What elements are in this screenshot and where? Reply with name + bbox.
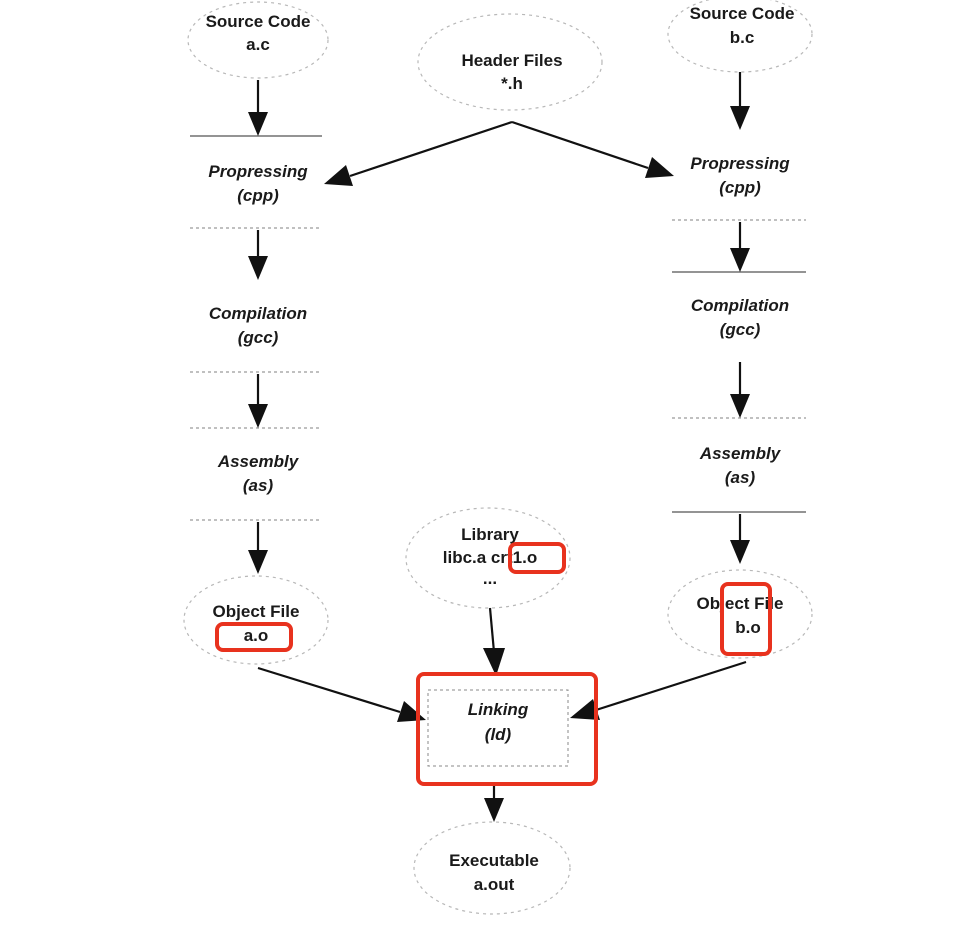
left-assembly-label: Assembly — [217, 452, 300, 471]
linking-to-executable-arrow — [484, 782, 504, 822]
left-source-ellipse — [187, 1, 329, 79]
right-source-ellipse — [667, 0, 813, 73]
header-to-right-arrow — [511, 120, 674, 178]
library-ellipse — [405, 507, 571, 609]
right-compile-tool: (gcc) — [720, 320, 761, 339]
right-arrow-2 — [730, 222, 750, 272]
linking-label: Linking — [468, 700, 529, 719]
left-object-to-linking-arrow — [257, 666, 426, 722]
right-assembly-tool: (as) — [725, 468, 756, 487]
left-preprocess-tool: (cpp) — [237, 186, 279, 205]
left-compile-tool: (gcc) — [238, 328, 279, 347]
header-files-label: Header Files — [461, 51, 562, 70]
executable-label: Executable — [449, 851, 539, 870]
library-label: Library — [461, 525, 519, 544]
right-arrow-1 — [730, 72, 750, 130]
left-source-label: Source Code — [206, 12, 311, 31]
library-to-linking-arrow — [483, 607, 505, 676]
header-to-left-arrow — [324, 120, 513, 186]
library-files: libc.a crt1.o — [443, 548, 537, 567]
right-arrow-4 — [730, 514, 750, 564]
right-object-ellipse — [667, 569, 813, 659]
right-object-to-linking-arrow — [570, 660, 747, 720]
highlight-b-o — [720, 582, 772, 656]
linking-tool: (ld) — [485, 725, 512, 744]
left-compile-label: Compilation — [209, 304, 307, 323]
left-arrow-4 — [248, 522, 268, 574]
header-ellipse — [417, 13, 603, 111]
left-preprocess-label: Propressing — [208, 162, 308, 181]
right-arrow-3 — [730, 362, 750, 418]
left-arrow-2 — [248, 230, 268, 280]
highlight-a-o — [215, 622, 293, 652]
library-more: ... — [483, 569, 497, 588]
right-compile-label: Compilation — [691, 296, 789, 315]
right-source-label: Source Code — [690, 4, 795, 23]
right-preprocess-tool: (cpp) — [719, 178, 761, 197]
right-object-label: Object File — [697, 594, 784, 613]
left-assembly-tool: (as) — [243, 476, 274, 495]
highlight-crt1-o — [508, 542, 566, 574]
right-source-file: b.c — [730, 28, 755, 47]
executable-file: a.out — [474, 875, 515, 894]
left-source-file: a.c — [246, 35, 270, 54]
left-object-label: Object File — [213, 602, 300, 621]
left-arrow-3 — [248, 374, 268, 428]
executable-ellipse — [413, 821, 571, 915]
left-object-file: a.o — [244, 626, 269, 645]
highlight-linking — [416, 672, 598, 786]
left-arrow-1 — [248, 80, 268, 136]
right-preprocess-label: Propressing — [690, 154, 790, 173]
right-assembly-label: Assembly — [699, 444, 782, 463]
header-files-pattern: *.h — [501, 74, 523, 93]
left-object-ellipse — [183, 575, 329, 665]
right-object-file: b.o — [735, 618, 761, 637]
